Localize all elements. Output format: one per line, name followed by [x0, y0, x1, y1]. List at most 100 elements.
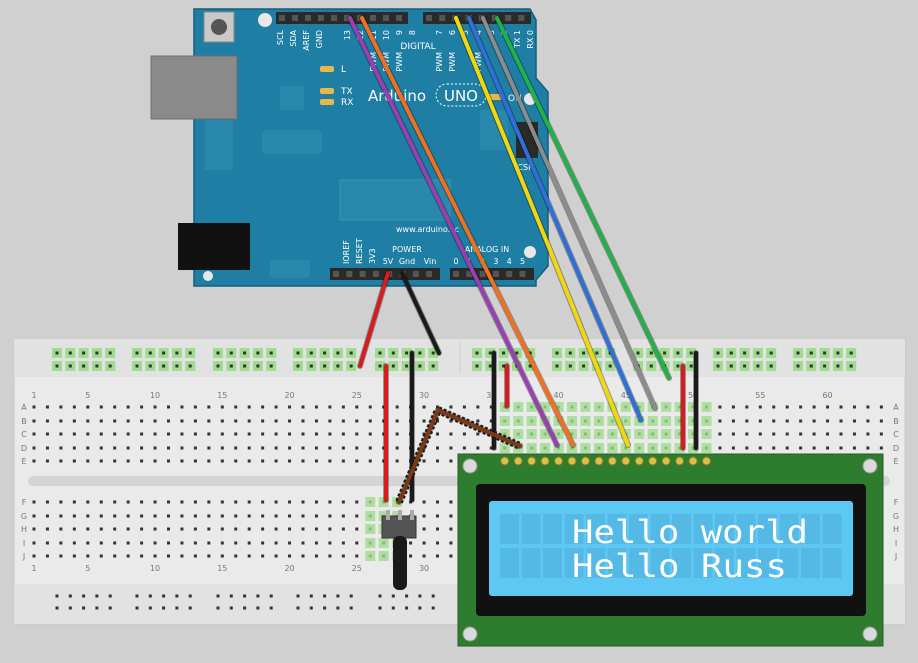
- lcd-char-cell: [779, 514, 799, 544]
- rail-hole: [349, 351, 353, 355]
- pin-label: 7: [435, 30, 444, 35]
- rail-hole: [55, 594, 59, 598]
- breadboard-hole: [113, 500, 117, 504]
- breadboard-hole: [86, 500, 90, 504]
- breadboard-hole: [785, 432, 789, 436]
- hole-highlight: [540, 429, 551, 439]
- breadboard-hole: [301, 554, 305, 558]
- breadboard-hole: [167, 541, 170, 545]
- breadboard-hole: [247, 500, 251, 504]
- breadboard-hole: [799, 405, 803, 409]
- breadboard-hole: [220, 527, 224, 531]
- breadboard-hole: [758, 419, 762, 423]
- pin-label: GND: [315, 30, 324, 48]
- breadboard-hole: [207, 446, 211, 450]
- rail-hole: [378, 351, 382, 355]
- row-letter-left: F: [22, 498, 27, 507]
- breadboard-hole: [32, 459, 36, 463]
- breadboard-hole: [45, 419, 49, 423]
- rail-hole: [349, 606, 353, 610]
- breadboard-hole: [328, 405, 332, 409]
- breadboard-hole: [126, 541, 130, 545]
- rail-hole: [431, 594, 435, 598]
- breadboard-hole: [180, 527, 184, 531]
- breadboard-hole: [207, 419, 211, 423]
- breadboard-hole: [449, 541, 453, 545]
- rail-hole: [55, 606, 59, 610]
- header-pin: [292, 15, 298, 21]
- lcd-char-cell: [801, 514, 820, 544]
- breadboard-hole: [220, 459, 224, 463]
- breadboard-hole: [436, 541, 439, 545]
- breadboard-hole: [449, 459, 453, 463]
- breadboard-hole: [167, 500, 170, 504]
- rail-hole: [405, 594, 409, 598]
- breadboard-hole: [314, 500, 318, 504]
- breadboard-hole: [301, 514, 305, 518]
- breadboard-hole: [59, 446, 63, 450]
- lcd-mounting-hole: [462, 626, 478, 642]
- wire-gnd-black: [400, 271, 441, 355]
- breadboard-hole: [59, 419, 63, 423]
- reset-button: [211, 19, 227, 35]
- rail-hole: [188, 351, 192, 355]
- lcd-pin-pad: [702, 456, 711, 466]
- breadboard-hole: [422, 527, 426, 531]
- hole-highlight: [567, 429, 577, 439]
- rail-hole: [309, 351, 313, 355]
- rail-hole: [336, 364, 340, 368]
- lcd-char-cell: [650, 548, 670, 578]
- rail-hole: [108, 594, 112, 598]
- breadboard-hole: [153, 514, 157, 518]
- breadboard-hole: [328, 446, 332, 450]
- rail-hole: [418, 351, 422, 355]
- breadboard-hole: [126, 527, 130, 531]
- rail-hole: [269, 606, 273, 610]
- rail-hole: [323, 364, 327, 368]
- hole-highlight: [365, 538, 376, 548]
- breadboard-hole: [32, 514, 36, 518]
- breadboard-hole: [436, 500, 439, 504]
- hole-highlight: [647, 443, 658, 453]
- breadboard-hole: [288, 446, 292, 450]
- lcd-pin-pad: [554, 456, 564, 466]
- rail-hole: [796, 364, 800, 368]
- breadboard-hole: [328, 459, 332, 463]
- breadboard-hole: [355, 554, 359, 558]
- breadboard-hole: [288, 554, 292, 558]
- breadboard-hole: [395, 419, 399, 423]
- breadboard-hole: [45, 500, 49, 504]
- breadboard-hole: [341, 514, 345, 518]
- breadboard-hole: [140, 541, 144, 545]
- hole-highlight: [593, 402, 604, 412]
- rail-hole: [391, 364, 395, 368]
- hole-highlight: [647, 416, 658, 426]
- rail-hole: [391, 594, 395, 598]
- breadboard-hole: [153, 446, 157, 450]
- breadboard-hole: [59, 500, 63, 504]
- breadboard-hole: [422, 554, 426, 558]
- breadboard-hole: [59, 554, 63, 558]
- breadboard-hole: [99, 527, 103, 531]
- digital-header-right: [423, 12, 531, 24]
- hole-highlight: [365, 511, 376, 521]
- hole-highlight: [526, 443, 537, 453]
- rail-hole: [269, 594, 273, 598]
- breadboard-hole: [261, 405, 265, 409]
- breadboard-hole: [422, 459, 426, 463]
- breadboard-hole: [247, 432, 251, 436]
- rail-hole: [769, 351, 773, 355]
- breadboard-hole: [301, 432, 305, 436]
- rail-hole: [55, 351, 59, 355]
- breadboard-hole: [355, 500, 359, 504]
- breadboard-hole: [449, 527, 453, 531]
- rail-hole: [418, 606, 422, 610]
- rail-hole: [378, 364, 382, 368]
- lcd-char-cell: [672, 548, 691, 578]
- breadboard-hole: [126, 446, 130, 450]
- breadboard-hole: [395, 405, 399, 409]
- hole-highlight: [661, 402, 672, 412]
- breadboard-hole: [153, 419, 157, 423]
- rail-hole: [229, 594, 233, 598]
- rail-hole: [175, 594, 179, 598]
